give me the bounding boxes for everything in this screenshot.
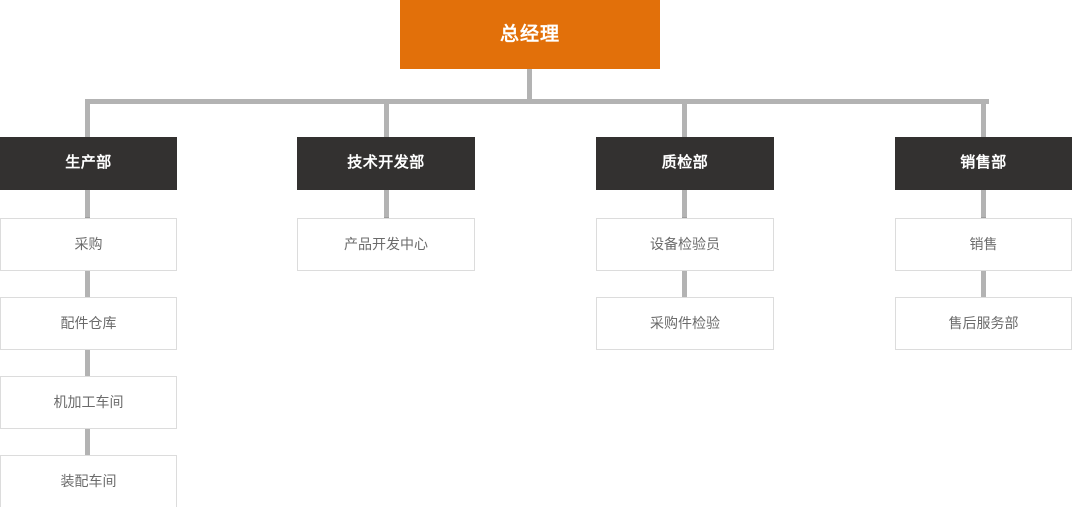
org-node-unit-3-2[interactable]: 采购件检验 xyxy=(596,297,774,350)
connector-bar-to-dept-1 xyxy=(85,99,90,137)
org-node-unit-4-2[interactable]: 售后服务部 xyxy=(895,297,1072,350)
connector-dept-2-to-unit-2-1 xyxy=(384,190,389,220)
connector-bar-to-dept-4 xyxy=(981,99,986,137)
org-node-department-2[interactable]: 技术开发部 xyxy=(297,137,475,190)
connector-unit-1-2-to-unit-1-3 xyxy=(85,350,90,379)
connector-dept-1-to-unit-1 xyxy=(85,190,90,220)
connector-dept-3-to-unit-3-1 xyxy=(682,190,687,220)
connector-bar-to-dept-2 xyxy=(384,99,389,137)
connector-distribution-bar xyxy=(85,99,989,104)
org-node-department-1[interactable]: 生产部 xyxy=(0,137,177,190)
org-node-unit-1-2[interactable]: 配件仓库 xyxy=(0,297,177,350)
connector-bar-to-dept-3 xyxy=(682,99,687,137)
org-node-root[interactable]: 总经理 xyxy=(400,0,660,69)
org-node-unit-1-3[interactable]: 机加工车间 xyxy=(0,376,177,429)
connector-unit-3-1-to-unit-3-2 xyxy=(682,271,687,300)
connector-unit-1-1-to-unit-1-2 xyxy=(85,271,90,300)
org-node-unit-1-1[interactable]: 采购 xyxy=(0,218,177,271)
org-node-department-4[interactable]: 销售部 xyxy=(895,137,1072,190)
org-node-unit-3-1[interactable]: 设备检验员 xyxy=(596,218,774,271)
connector-unit-4-1-to-unit-4-2 xyxy=(981,271,986,300)
org-node-unit-4-1[interactable]: 销售 xyxy=(895,218,1072,271)
connector-dept-4-to-unit-4-1 xyxy=(981,190,986,220)
org-node-department-3[interactable]: 质检部 xyxy=(596,137,774,190)
org-node-unit-2-1[interactable]: 产品开发中心 xyxy=(297,218,475,271)
connector-unit-1-3-to-unit-1-4 xyxy=(85,429,90,458)
connector-root-stem xyxy=(527,69,532,102)
org-node-unit-1-4[interactable]: 装配车间 xyxy=(0,455,177,507)
